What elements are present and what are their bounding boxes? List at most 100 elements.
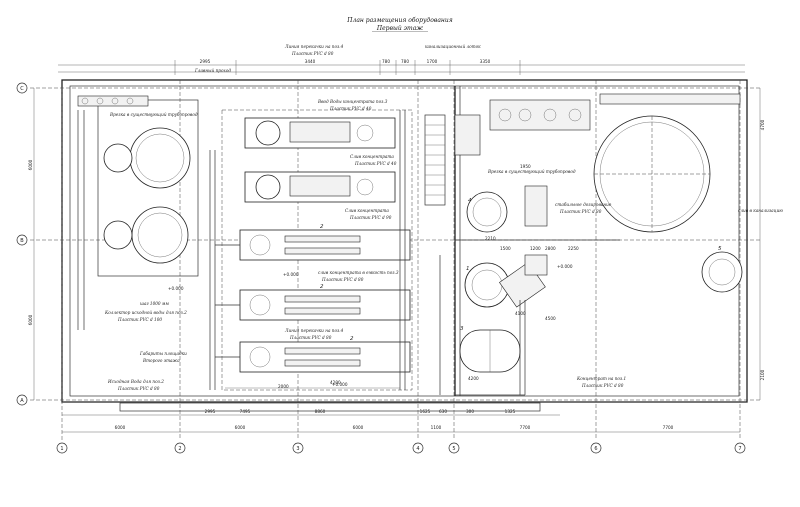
label-pvc80-d: Пластик PVC d 80 bbox=[321, 277, 364, 282]
svg-text:630: 630 bbox=[439, 409, 447, 414]
svg-text:7495: 7495 bbox=[240, 409, 251, 414]
title-line2: Первый этаж bbox=[376, 25, 423, 32]
row-markers: С B A bbox=[16, 82, 28, 406]
ro-units bbox=[209, 109, 413, 391]
dim-top-0: 2995 bbox=[200, 59, 211, 64]
svg-text:7: 7 bbox=[738, 446, 741, 452]
position-numbers: 2 2 2 3 5 4 1 bbox=[320, 198, 722, 342]
svg-text:1200: 1200 bbox=[530, 246, 541, 251]
dim-top-3: 780 bbox=[401, 59, 409, 64]
title-line1: План размещения оборудования bbox=[346, 17, 452, 24]
label-pvc80-a: Пластик PVC d 80 bbox=[291, 51, 334, 56]
label-source-water: Исходная Вода для поз.2 bbox=[107, 379, 164, 384]
svg-text:2210: 2210 bbox=[485, 236, 496, 241]
label-dosing: стабильное дозирование bbox=[555, 202, 612, 207]
svg-text:7700: 7700 bbox=[663, 425, 674, 430]
label-pvc80-c: Пластик PVC d 80 bbox=[559, 209, 602, 214]
svg-text:6000: 6000 bbox=[353, 425, 364, 430]
label-pvc80-f: Пластик PVC d 80 bbox=[117, 386, 160, 391]
svg-text:4: 4 bbox=[416, 446, 419, 452]
svg-text:1950: 1950 bbox=[520, 164, 531, 169]
label-second-level: Второго этажа bbox=[142, 358, 180, 363]
label-cut-existing: Врезка в существующий трубопровод bbox=[109, 112, 198, 117]
label-drain-tank: слив концентрата в емкость поз.3 bbox=[318, 270, 399, 275]
svg-text:300: 300 bbox=[466, 409, 474, 414]
column-markers: 1 2 3 4 5 6 7 bbox=[56, 442, 746, 454]
svg-text:2: 2 bbox=[178, 446, 181, 452]
label-pvc40-a: Пластик PVC d 40 bbox=[329, 106, 372, 111]
svg-text:1: 1 bbox=[60, 446, 63, 452]
svg-text:5: 5 bbox=[718, 246, 722, 252]
tank-group-left bbox=[77, 95, 199, 330]
label-collector: Коллектор исходной воды для поз.2 bbox=[104, 310, 187, 315]
label-pvc80-e: Пластик PVC d 80 bbox=[289, 335, 332, 340]
svg-text:2000: 2000 bbox=[278, 384, 289, 389]
svg-text:2: 2 bbox=[320, 224, 324, 230]
svg-text:6000: 6000 bbox=[235, 425, 246, 430]
svg-text:6000: 6000 bbox=[28, 314, 33, 325]
svg-text:6000: 6000 bbox=[28, 159, 33, 170]
svg-text:8860: 8860 bbox=[315, 409, 326, 414]
dim-top-5: 3350 bbox=[480, 59, 491, 64]
label-span: шаг 1000 мм bbox=[140, 301, 169, 306]
svg-text:4500: 4500 bbox=[545, 316, 556, 321]
right-dimension: 4700 2100 bbox=[759, 88, 765, 400]
label-cut-existing2: Врезка в существующий трубопровод bbox=[487, 169, 576, 174]
svg-text:2: 2 bbox=[350, 336, 354, 342]
elev-2: +0.000 bbox=[332, 382, 348, 387]
svg-text:2800: 2800 bbox=[545, 246, 556, 251]
svg-text:2: 2 bbox=[320, 284, 324, 290]
label-pvc100: Пластик PVC d 100 bbox=[117, 317, 162, 322]
label-concentrate-pos1: Концентрат на поз.1 bbox=[576, 376, 626, 381]
annotations: Главный проход канализационный лоток Лин… bbox=[104, 44, 783, 391]
label-water-input: Ввод Воды концентрата поз.3 bbox=[317, 99, 388, 104]
label-sewer-tray: канализационный лоток bbox=[425, 44, 481, 49]
label-pvc90-b: Пластик PVC d 90 bbox=[349, 215, 392, 220]
svg-text:B: B bbox=[20, 238, 24, 244]
svg-text:1100: 1100 bbox=[431, 425, 442, 430]
svg-text:4: 4 bbox=[468, 198, 472, 204]
svg-text:2100: 2100 bbox=[760, 369, 765, 380]
svg-text:5: 5 bbox=[452, 446, 455, 452]
right-equipment bbox=[439, 93, 743, 396]
top-dimension-chain: 2995 3440 780 780 1700 3350 bbox=[58, 59, 745, 75]
label-pump-line4: Линия перекачки на поз.4 bbox=[284, 44, 344, 49]
svg-text:С: С bbox=[20, 86, 24, 92]
label-drain-sewer: слив в канализацию bbox=[738, 208, 783, 213]
svg-text:6: 6 bbox=[594, 446, 597, 452]
svg-text:A: A bbox=[20, 398, 24, 404]
label-pvc80-g: Пластик PVC d 80 bbox=[581, 383, 624, 388]
svg-text:2250: 2250 bbox=[568, 246, 579, 251]
label-drain-conc: Слив концентрата bbox=[350, 154, 394, 159]
label-main-passage: Главный проход bbox=[194, 68, 231, 73]
bottom-dimension-chain: 6000 6000 6000 1100 7700 7700 2995 7495 … bbox=[62, 409, 740, 433]
elev-3: +0.000 bbox=[557, 264, 573, 269]
svg-text:1500: 1500 bbox=[500, 246, 511, 251]
svg-text:7700: 7700 bbox=[520, 425, 531, 430]
stairs bbox=[424, 114, 446, 206]
elev-4: +0.000 bbox=[168, 286, 184, 291]
svg-text:1625: 1625 bbox=[420, 409, 431, 414]
dim-top-1: 3440 bbox=[305, 59, 316, 64]
svg-text:4700: 4700 bbox=[760, 119, 765, 130]
svg-text:1325: 1325 bbox=[505, 409, 516, 414]
svg-text:2995: 2995 bbox=[205, 409, 216, 414]
label-pvc40-b: Пластик PVC d 40 bbox=[354, 161, 397, 166]
svg-text:3: 3 bbox=[296, 446, 299, 452]
dim-top-4: 1700 bbox=[427, 59, 438, 64]
svg-text:4200: 4200 bbox=[330, 380, 341, 385]
label-pump-line4b: Линия перекачки на поз.4 bbox=[284, 328, 344, 333]
svg-text:6000: 6000 bbox=[115, 425, 126, 430]
label-drain-conc2: Слив концентрата bbox=[345, 208, 389, 213]
svg-text:4100: 4100 bbox=[515, 311, 526, 316]
misc-dimensions: 2800 1500 1200 2250 4500 2210 2000 1950 … bbox=[278, 164, 579, 389]
svg-text:1: 1 bbox=[466, 266, 470, 272]
left-dimension: 6000 6000 bbox=[28, 88, 35, 400]
dim-top-2: 780 bbox=[382, 59, 390, 64]
elev-1: +0.000 bbox=[283, 272, 299, 277]
svg-text:3: 3 bbox=[460, 326, 464, 332]
svg-text:4200: 4200 bbox=[468, 376, 479, 381]
label-dims-gab: Габариты площадки bbox=[139, 351, 187, 356]
